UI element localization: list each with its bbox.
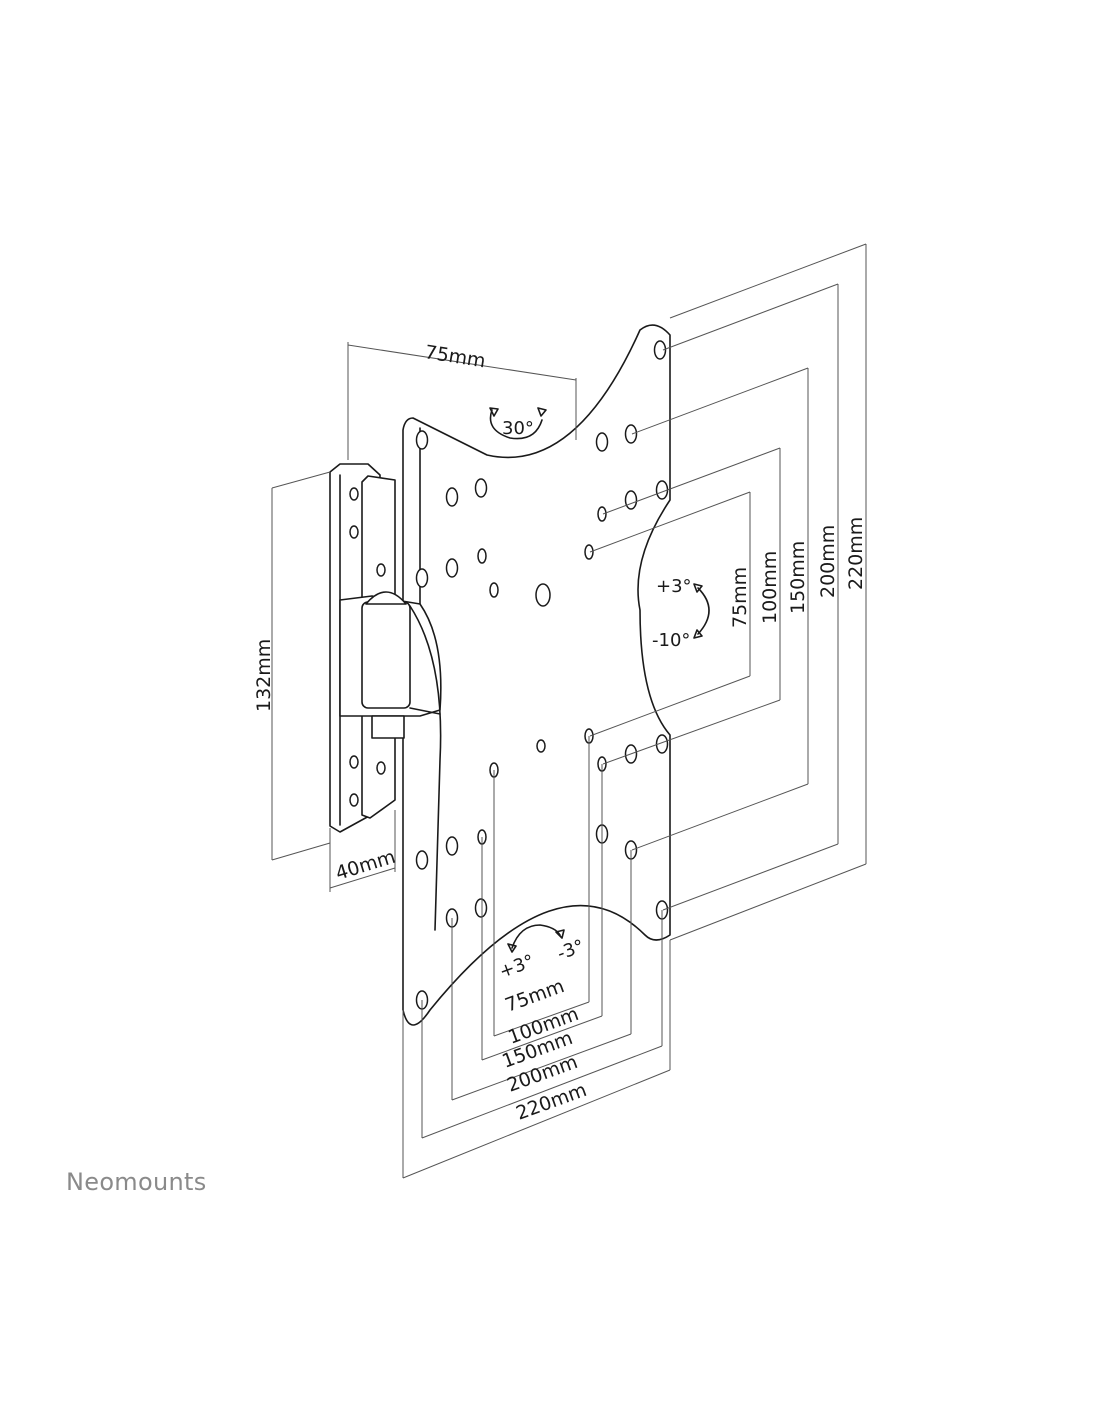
label-vesa-vertical-150: 150mm — [787, 541, 809, 614]
vesa-hole — [624, 490, 638, 510]
dim-vesa-horizontal — [402, 736, 671, 1179]
hinge-cylinder — [361, 601, 411, 709]
wall-plate-hole — [349, 755, 359, 769]
dim-vesa-vertical — [589, 243, 867, 941]
rotation-arc — [507, 924, 565, 953]
vesa-hole — [415, 430, 429, 450]
label-wall-plate-height: 132mm — [253, 639, 275, 712]
wall-plate-hole — [376, 563, 386, 577]
hinge-bolt — [371, 715, 405, 739]
vesa-hole — [584, 544, 594, 560]
vesa-hole — [624, 424, 638, 444]
wall-plate-hole — [349, 793, 359, 807]
label-swivel-angle: 30° — [502, 418, 534, 439]
label-tilt-up: +3° — [656, 576, 692, 597]
vesa-center-hole — [535, 583, 551, 607]
label-arm-depth: 75mm — [423, 341, 487, 372]
dim-wall-plate-depth — [329, 810, 396, 892]
label-vesa-vertical-100: 100mm — [759, 551, 781, 624]
tilt-arc — [693, 583, 710, 639]
vesa-hole — [595, 432, 609, 452]
label-rotate-minus: -3° — [555, 936, 588, 965]
vesa-hole — [655, 734, 669, 754]
vesa-hole — [474, 478, 488, 498]
vesa-hole — [489, 582, 499, 598]
vesa-hole — [474, 898, 488, 918]
dim-arm-depth — [347, 342, 577, 460]
vesa-hole — [415, 850, 429, 870]
label-wall-plate-depth: 40mm — [333, 846, 398, 885]
arm-curve — [409, 605, 442, 931]
vesa-hole-group — [415, 340, 669, 1010]
brand-logo: Neomounts — [66, 1168, 207, 1196]
vesa-hole — [653, 340, 667, 360]
vesa-hole — [655, 480, 669, 500]
arm-link — [409, 707, 441, 715]
hinge-cap — [365, 591, 407, 605]
wall-plate-hole — [376, 761, 386, 775]
vesa-hole — [445, 558, 459, 578]
vesa-hole — [597, 506, 607, 522]
label-tilt-down: -10° — [652, 630, 690, 651]
vesa-center-hole — [536, 739, 546, 753]
label-rotate-plus: +3° — [497, 951, 538, 983]
swivel-arc — [489, 407, 547, 440]
label-vesa-vertical-220: 220mm — [845, 517, 867, 590]
wall-plate-hole — [349, 525, 359, 539]
vesa-hole — [477, 548, 487, 564]
vesa-hole — [415, 568, 429, 588]
wall-plate-hole — [349, 487, 359, 501]
label-vesa-vertical-200: 200mm — [817, 525, 839, 598]
dim-wall-plate-height — [271, 471, 331, 861]
vesa-hole — [445, 487, 459, 507]
vesa-hole — [445, 836, 459, 856]
label-vesa-vertical-75: 75mm — [729, 567, 751, 628]
